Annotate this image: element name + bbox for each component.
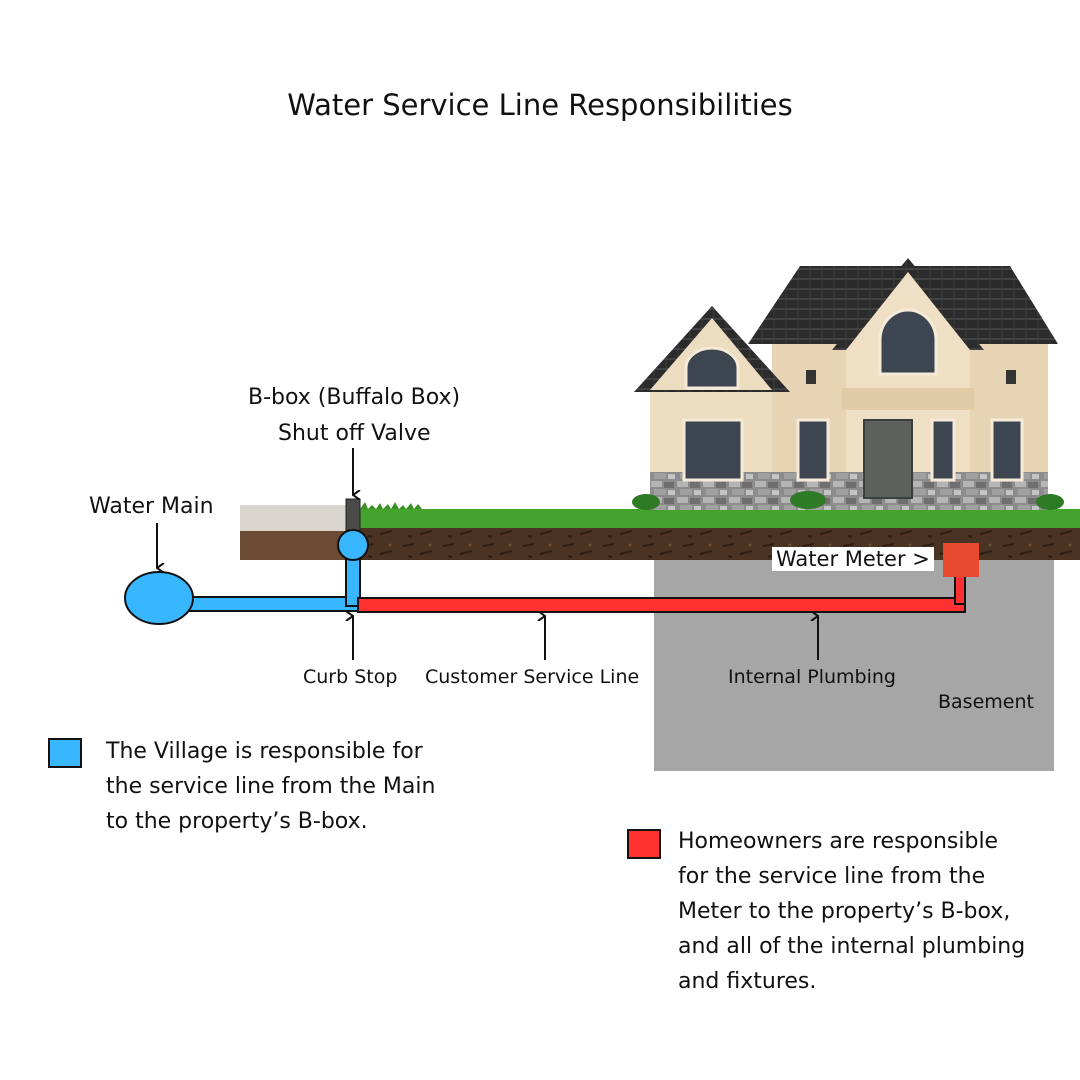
water-main-pipe [124, 571, 194, 625]
legend-village-text: The Village is responsible for the servi… [106, 734, 506, 839]
lamp-left [806, 370, 816, 384]
meter-riser [954, 573, 966, 605]
water-main-label: Water Main [89, 494, 214, 519]
shrub-left [632, 494, 660, 510]
legend-homeowner-line3: Meter to the property’s B-box, [678, 899, 1011, 924]
window-right [990, 418, 1024, 482]
basement-area [654, 560, 1054, 771]
curb-stop-valve [337, 529, 369, 561]
window-mid-right [930, 418, 956, 482]
sidewalk-soil [240, 531, 346, 560]
curb-stop-label: Curb Stop [303, 666, 398, 688]
water-meter-label: Water Meter > [772, 547, 934, 571]
legend-homeowner-line1: Homeowners are responsible [678, 829, 999, 854]
legend-village-line2: the service line from the Main [106, 774, 436, 799]
water-meter [943, 543, 979, 577]
bbox-label-line1: B-box (Buffalo Box) [248, 385, 461, 410]
internal-plumbing-label: Internal Plumbing [728, 666, 896, 688]
legend-homeowner-line2: for the service line from the [678, 864, 986, 889]
window-left [682, 418, 744, 482]
village-service-pipe [187, 596, 361, 612]
window-mid-left [796, 418, 830, 482]
legend-homeowner-text: Homeowners are responsible for the servi… [678, 824, 1068, 999]
lamp-right [1006, 370, 1016, 384]
legend-village-line3: to the property’s B-box. [106, 809, 368, 834]
legend-homeowner-line5: and fixtures. [678, 969, 817, 994]
legend-village-swatch [48, 738, 82, 768]
shrub-center [790, 491, 826, 509]
diagram-title: Water Service Line Responsibilities [287, 88, 793, 122]
basement-label: Basement [938, 691, 1034, 713]
legend-homeowner-line4: and all of the internal plumbing [678, 934, 1026, 959]
sidewalk [240, 505, 346, 531]
legend-homeowner-swatch [627, 829, 661, 859]
front-door [863, 419, 913, 499]
customer-service-line-label: Customer Service Line [425, 666, 640, 688]
legend-village-line1: The Village is responsible for [106, 739, 423, 764]
house [632, 258, 1064, 510]
grass-blades [346, 502, 422, 509]
house-balcony [842, 388, 974, 410]
bbox-label-line2: Shut off Valve [278, 421, 431, 446]
shrub-right [1036, 494, 1064, 510]
window-arched-left [684, 346, 740, 390]
window-arched-center [878, 308, 938, 376]
customer-service-pipe [357, 597, 966, 613]
grass-strip [346, 509, 1080, 528]
